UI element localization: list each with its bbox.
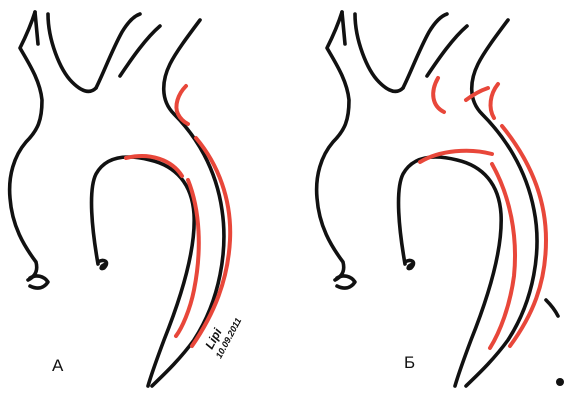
panel-b-inner-curve	[399, 157, 502, 386]
panel-b-dissection-flap-brachiocephalic	[433, 78, 444, 112]
panel-b-left-branch-tip	[342, 12, 345, 44]
panel-b-subclavian-outer	[466, 20, 537, 386]
panel-a-inner-curve	[92, 157, 195, 386]
panel-a-brachiocephalic-outer	[48, 14, 96, 91]
panel-b-dissection-flap-subclavian	[491, 84, 498, 118]
panel-a-left-vessel-foot	[30, 276, 48, 288]
panel-a-dissection-flap-descending-inner	[176, 180, 199, 336]
panel-b-carotid-subclavian-crotch	[427, 26, 467, 76]
panel-b-left-vessel-foot	[337, 276, 355, 288]
panel-b-left-vessel-wall	[317, 12, 349, 280]
panel-a-aorta: Lipi 10.09.2011	[10, 12, 244, 386]
panel-b-dissection-flap-carotid	[466, 88, 488, 100]
panel-a-left-branch-tip	[35, 12, 38, 44]
panel-b-descending-tail	[546, 300, 558, 316]
panel-b-aorta	[317, 12, 564, 386]
panel-b-brachiocephalic-outer	[355, 14, 403, 91]
panel-a-label: А	[52, 356, 63, 376]
panel-b-carotid-crotch	[403, 14, 447, 88]
panel-a-left-vessel-wall	[10, 12, 42, 280]
panel-b-dissection-flap-descending-inner	[490, 164, 515, 348]
panel-a-carotid-subclavian-crotch	[120, 26, 160, 76]
panel-a-carotid-crotch	[96, 14, 140, 88]
panel-b-end-dot	[556, 378, 564, 386]
panel-b-label: Б	[404, 353, 415, 373]
